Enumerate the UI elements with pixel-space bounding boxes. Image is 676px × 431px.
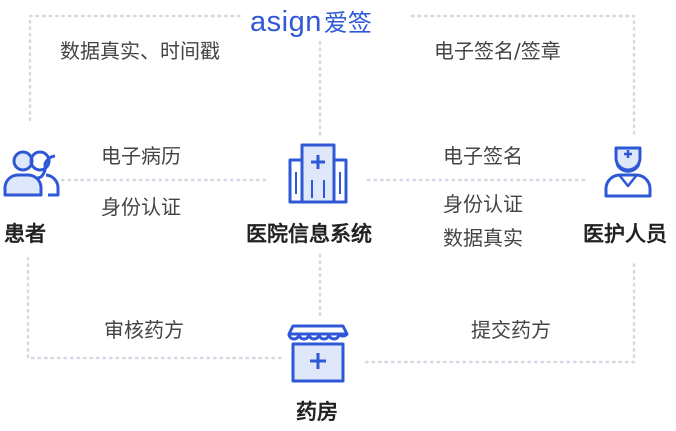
annotation-review-prescription: 审核药方 [104, 318, 184, 342]
annotation-identity-auth-right: 身份认证 [443, 192, 523, 216]
users-icon [3, 150, 60, 197]
logo-latin-text: asign [250, 6, 322, 38]
node-patient-label: 患者 [4, 222, 46, 246]
connector-doctor-top [410, 14, 636, 137]
annotation-esign: 电子签名 [443, 144, 523, 168]
hospital-building-icon [288, 143, 348, 204]
annotation-data-authentic-timestamp: 数据真实、时间戳 [60, 39, 220, 63]
connector-patient-top [28, 14, 242, 122]
asign-logo: asign 爱签 [250, 3, 372, 38]
node-pharmacy-label: 药房 [296, 400, 338, 424]
annotation-emr: 电子病历 [101, 144, 181, 168]
doctor-icon [604, 146, 652, 198]
connector-doctor-pharmacy [364, 260, 636, 364]
annotation-identity-auth-left: 身份认证 [101, 195, 181, 219]
annotation-esign-seal: 电子签名/签章 [434, 39, 561, 63]
annotation-submit-prescription: 提交药方 [471, 318, 551, 342]
annotation-data-authentic: 数据真实 [443, 226, 523, 250]
pharmacy-store-icon [287, 324, 349, 383]
node-his-label: 医院信息系统 [246, 222, 372, 246]
connector-patient-pharmacy [26, 256, 284, 360]
node-doctor-label: 医护人员 [583, 222, 667, 246]
logo-cjk-text: 爱签 [323, 9, 372, 37]
